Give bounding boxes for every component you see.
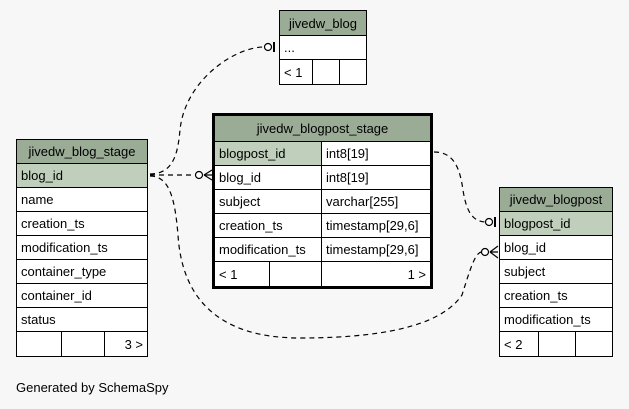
column-name: status bbox=[21, 312, 56, 327]
table-header: jivedw_blogpost_stage bbox=[215, 116, 430, 142]
table-row: name bbox=[17, 188, 147, 212]
table-title: jivedw_blogpost_stage bbox=[256, 121, 389, 136]
table-row: status bbox=[17, 308, 147, 332]
table-row: creation_ts timestamp[29,6] bbox=[215, 214, 430, 238]
footer-parents-count: < 2 bbox=[504, 336, 523, 352]
table-jivedw-blog-stage[interactable]: jivedw_blog_stage blog_id name creation_… bbox=[16, 139, 148, 357]
table-row: subject bbox=[500, 260, 612, 284]
table-row: subject varchar[255] bbox=[215, 190, 430, 214]
column-type: timestamp[29,6] bbox=[321, 214, 430, 237]
column-name: modification_ts bbox=[219, 242, 306, 257]
footer-children-count: 3 > bbox=[104, 332, 147, 356]
relation-line-blogpost-stage-to-blogpost bbox=[433, 151, 487, 223]
column-name: creation_ts bbox=[504, 288, 568, 303]
column-name: subject bbox=[219, 194, 261, 209]
table-jivedw-blog[interactable]: jivedw_blog ... < 1 bbox=[279, 10, 367, 85]
table-row: modification_ts bbox=[17, 236, 147, 260]
table-row: ... bbox=[280, 36, 366, 60]
optional-circle-marker bbox=[194, 170, 204, 180]
column-name: container_type bbox=[21, 264, 107, 279]
column-name: blog_id bbox=[17, 164, 147, 187]
table-footer: < 1 bbox=[280, 60, 366, 84]
column-name: creation_ts bbox=[21, 216, 85, 231]
relation-line-blog-stage-to-blogpost bbox=[149, 175, 483, 339]
column-name: name bbox=[21, 192, 54, 207]
column-name: blogpost_id bbox=[215, 142, 321, 165]
table-row: blog_id int8[19] bbox=[215, 166, 430, 190]
optional-circle-marker bbox=[480, 247, 490, 257]
table-row: blogpost_id bbox=[500, 212, 612, 236]
column-name: blog_id bbox=[504, 240, 546, 255]
table-row: modification_ts timestamp[29,6] bbox=[215, 238, 430, 262]
column-name: ... bbox=[284, 40, 295, 55]
table-header: jivedw_blog bbox=[280, 11, 366, 36]
table-row: blog_id bbox=[17, 164, 147, 188]
table-row: modification_ts bbox=[500, 308, 612, 332]
table-row: container_type bbox=[17, 260, 147, 284]
footer-rows-cell bbox=[312, 60, 339, 84]
column-name: modification_ts bbox=[21, 240, 108, 255]
footer-rows-cell bbox=[269, 262, 321, 286]
footer-children-count bbox=[339, 60, 366, 84]
column-name: container_id bbox=[21, 288, 92, 303]
column-name: blogpost_id bbox=[500, 212, 612, 235]
column-name: modification_ts bbox=[504, 312, 591, 327]
crow-foot-marker bbox=[203, 169, 213, 181]
generated-by-caption: Generated by SchemaSpy bbox=[16, 380, 169, 395]
footer-parents-count: < 1 bbox=[284, 64, 303, 80]
table-footer: 3 > bbox=[17, 332, 147, 356]
footer-children-count: 1 > bbox=[321, 262, 430, 286]
table-footer: < 1 1 > bbox=[215, 262, 430, 286]
footer-children-count bbox=[575, 332, 612, 356]
table-row: blogpost_id int8[19] bbox=[215, 142, 430, 166]
table-row: container_id bbox=[17, 284, 147, 308]
table-header: jivedw_blogpost bbox=[500, 188, 612, 212]
table-footer: < 2 bbox=[500, 332, 612, 356]
table-row: creation_ts bbox=[500, 284, 612, 308]
column-name: creation_ts bbox=[219, 218, 283, 233]
column-type: varchar[255] bbox=[321, 190, 430, 213]
optional-circle-marker bbox=[484, 217, 494, 227]
column-type: timestamp[29,6] bbox=[321, 238, 430, 261]
crow-foot-marker bbox=[489, 245, 499, 259]
table-title: jivedw_blog bbox=[289, 15, 357, 31]
column-name: subject bbox=[504, 264, 546, 279]
relation-line-blog-stage-to-blog bbox=[149, 46, 265, 175]
footer-rows-cell bbox=[538, 332, 575, 356]
column-type: int8[19] bbox=[321, 166, 430, 189]
column-type: int8[19] bbox=[321, 142, 430, 165]
table-row: creation_ts bbox=[17, 212, 147, 236]
footer-parents-count bbox=[17, 332, 61, 356]
table-title: jivedw_blog_stage bbox=[28, 144, 136, 159]
table-jivedw-blogpost-stage[interactable]: jivedw_blogpost_stage blogpost_id int8[1… bbox=[212, 113, 433, 289]
table-header: jivedw_blog_stage bbox=[17, 140, 147, 164]
optional-circle-marker bbox=[263, 42, 273, 52]
footer-rows-cell bbox=[61, 332, 104, 356]
table-row: blog_id bbox=[500, 236, 612, 260]
footer-parents-count: < 1 bbox=[219, 266, 238, 282]
column-name: blog_id bbox=[219, 170, 261, 185]
table-title: jivedw_blogpost bbox=[509, 192, 603, 207]
table-jivedw-blogpost[interactable]: jivedw_blogpost blogpost_id blog_id subj… bbox=[499, 187, 613, 357]
